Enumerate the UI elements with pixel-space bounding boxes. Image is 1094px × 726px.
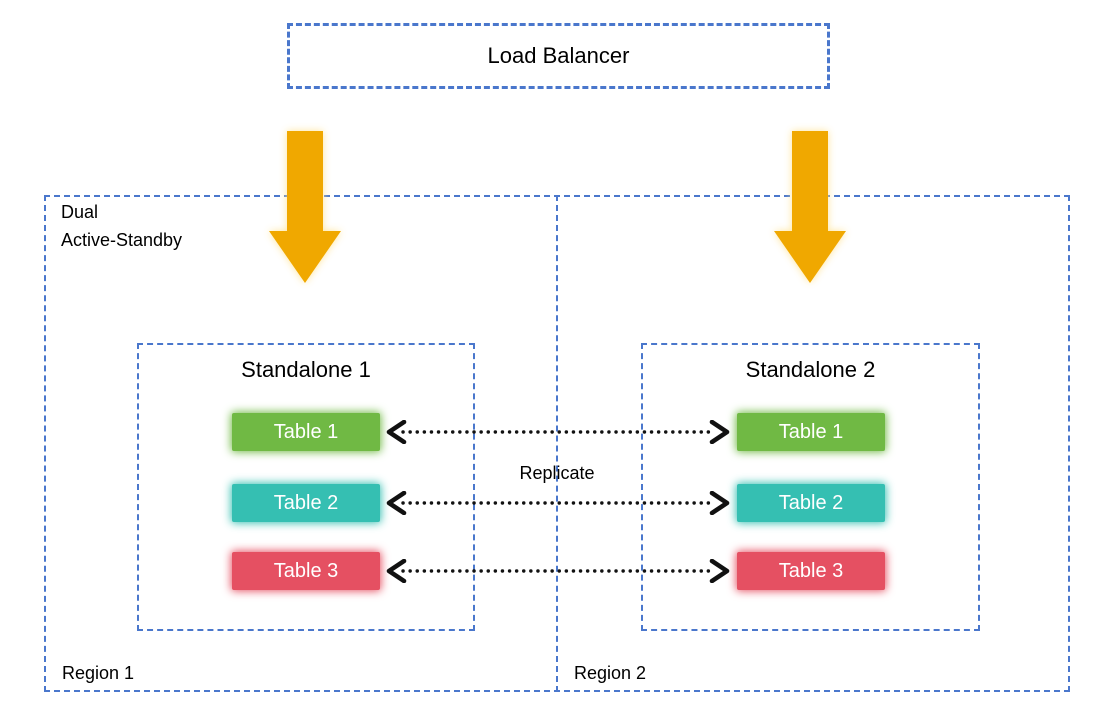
standalone-2-title: Standalone 2	[745, 357, 876, 382]
dual-active-standby-label: Dual Active-Standby	[61, 198, 182, 254]
standalone-1-box: Standalone 1	[137, 343, 475, 631]
standalone-1-title: Standalone 1	[241, 357, 371, 382]
replicate-arrow-icon	[383, 558, 733, 584]
down-arrow-icon	[770, 131, 850, 286]
table-chip: Table 2	[232, 484, 380, 522]
table-chip: Table 1	[232, 413, 380, 451]
replicate-arrow-icon	[383, 490, 733, 516]
region-1-label: Region 1	[62, 663, 135, 683]
down-arrow-icon	[265, 131, 345, 286]
table-chip: Table 2	[737, 484, 885, 522]
replicate-arrow-icon	[383, 419, 733, 445]
table-chip: Table 1	[737, 413, 885, 451]
dual-active-standby-line1: Dual	[61, 202, 99, 222]
standalone-2-box: Standalone 2	[641, 343, 980, 631]
table-chip: Table 3	[232, 552, 380, 590]
replicate-label: Replicate	[519, 463, 595, 483]
region-divider-line	[556, 195, 558, 692]
dual-active-standby-line2: Active-Standby	[61, 230, 183, 250]
region-2-label: Region 2	[574, 663, 647, 683]
table-chip: Table 3	[737, 552, 885, 590]
load-balancer-box: Load Balancer	[287, 23, 830, 89]
load-balancer-label: Load Balancer	[487, 43, 630, 68]
